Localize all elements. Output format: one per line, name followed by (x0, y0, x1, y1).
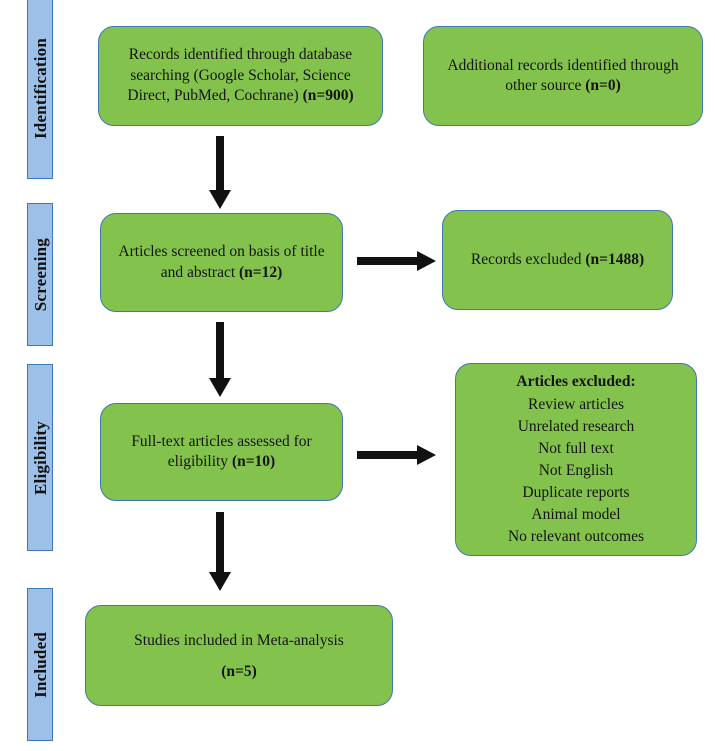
articles-excluded-reason-7: No relevant outcomes (507, 528, 644, 545)
stage-label-eligibility: Eligibility (30, 420, 50, 495)
arrow-right-screened-to-excluded (357, 250, 437, 272)
articles-excluded-reason-1: Review articles (528, 396, 624, 413)
node-articles-excluded: Articles excluded: Review articles Unrel… (455, 363, 697, 556)
node-additional-records-count: (n=0) (585, 77, 621, 94)
stage-bar-identification: Identification (27, 0, 53, 179)
node-records-identified: Records identified through database sear… (98, 26, 383, 126)
node-fulltext-assessed-label: Full-text articles assessed for eligibil… (131, 432, 312, 470)
node-articles-screened-count: (n=12) (239, 263, 283, 281)
articles-excluded-reason-2: Unrelated research (517, 418, 635, 435)
node-articles-screened-label: Articles screened on basis of title and … (118, 243, 325, 281)
articles-excluded-reason-5: Duplicate reports (522, 484, 630, 501)
node-studies-included-label: Studies included in Meta-analysis (134, 631, 344, 649)
articles-excluded-list: Articles excluded: Review articles Unrel… (508, 371, 644, 548)
node-records-excluded: Records excluded (n=1488) (442, 210, 673, 310)
node-additional-records: Additional records identified through ot… (423, 26, 703, 126)
node-records-excluded-text: Records excluded (n=1488) (471, 250, 644, 270)
stage-bar-included: Included (27, 588, 53, 741)
node-records-identified-count: (n=900) (302, 87, 354, 105)
arrow-down-fulltext-to-included (206, 512, 234, 592)
stage-bar-screening: Screening (27, 203, 53, 346)
node-records-identified-label: Records identified through database sear… (127, 46, 353, 105)
node-records-identified-text: Records identified through database sear… (111, 45, 370, 106)
node-studies-included-count: (n=5) (221, 662, 257, 680)
arrow-down-screened-to-fulltext (206, 322, 234, 398)
articles-excluded-reason-4: Not English (538, 462, 614, 479)
articles-excluded-reason-3: Not full text (538, 440, 614, 457)
node-records-excluded-label: Records excluded (470, 250, 586, 268)
node-fulltext-assessed-count: (n=10) (231, 453, 276, 470)
node-fulltext-assessed-text: Full-text articles assessed for eligibil… (113, 432, 330, 473)
node-articles-screened-text: Articles screened on basis of title and … (113, 242, 330, 283)
node-articles-screened: Articles screened on basis of title and … (100, 213, 343, 312)
stage-label-identification: Identification (30, 38, 50, 140)
node-studies-included: Studies included in Meta-analysis (n=5) (85, 605, 393, 706)
arrow-right-fulltext-to-excluded (357, 444, 437, 466)
arrow-down-identified-to-screened (206, 136, 234, 210)
articles-excluded-title: Articles excluded: (516, 373, 636, 390)
node-additional-records-label: Additional records identified through ot… (447, 56, 679, 94)
node-fulltext-assessed: Full-text articles assessed for eligibil… (100, 403, 343, 501)
stage-label-screening: Screening (30, 237, 50, 312)
stage-label-included: Included (30, 631, 50, 698)
node-studies-included-text: Studies included in Meta-analysis (n=5) (134, 625, 344, 687)
node-records-excluded-count: (n=1488) (585, 250, 645, 268)
articles-excluded-reason-6: Animal model (531, 506, 621, 523)
stage-bar-eligibility: Eligibility (27, 364, 53, 551)
node-additional-records-text: Additional records identified through ot… (436, 56, 690, 97)
